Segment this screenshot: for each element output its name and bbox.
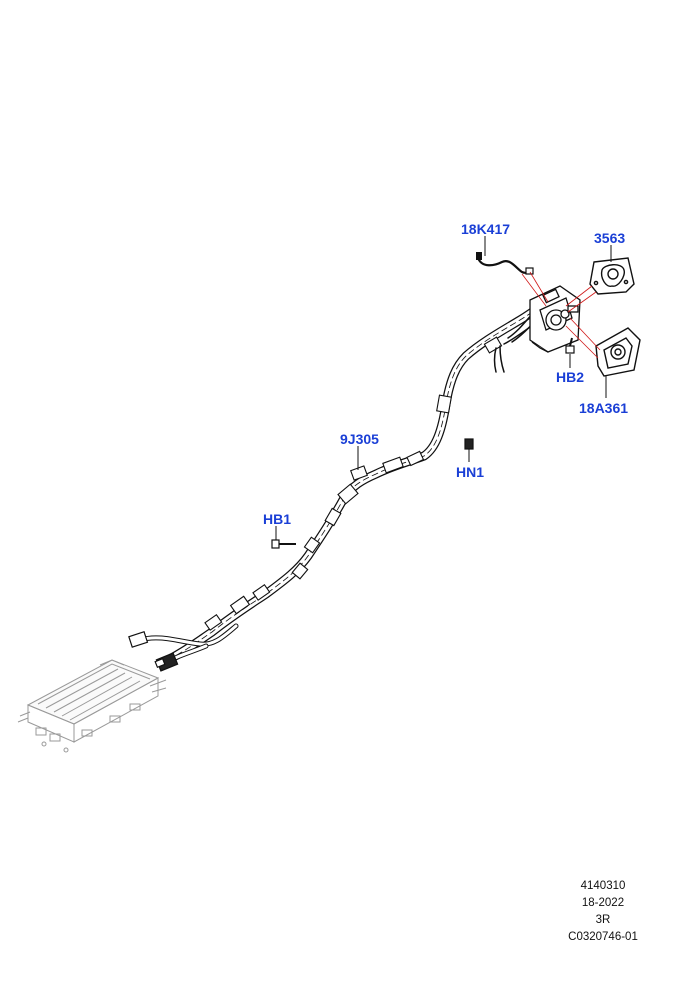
charge-port-assembly <box>529 285 581 353</box>
callout-18K417[interactable]: 18K417 <box>461 221 511 237</box>
nut-HN1 <box>464 438 474 450</box>
reference-block: 4140310 18-2022 3R C0320746-01 <box>548 878 658 946</box>
callout-HB2[interactable]: HB2 <box>556 369 585 385</box>
bolt-HB2 <box>565 337 575 354</box>
callout-18A361[interactable]: 18A361 <box>579 400 629 416</box>
reference-drawing-id: C0320746-01 <box>568 931 638 943</box>
charger-connectors <box>128 631 179 672</box>
callout-3563[interactable]: 3563 <box>594 230 626 246</box>
charger-module <box>17 659 167 753</box>
seal-part-3563 <box>589 257 635 295</box>
leader-lines <box>275 236 612 540</box>
reference-number: 4140310 <box>580 880 626 892</box>
callout-HB1[interactable]: HB1 <box>263 511 292 527</box>
callout-HN1[interactable]: HN1 <box>456 464 485 480</box>
reference-revision: 3R <box>595 914 611 926</box>
reference-date: 18-2022 <box>581 897 625 909</box>
callout-9J305[interactable]: 9J305 <box>340 431 379 447</box>
bolt-HB1 <box>271 539 296 549</box>
housing-part-18A361 <box>595 327 641 377</box>
installation-guides <box>521 271 601 359</box>
fasteners <box>271 337 575 549</box>
main-harness <box>163 298 550 665</box>
sensor-wire-18K417 <box>476 252 534 275</box>
harness-clips <box>204 336 503 631</box>
